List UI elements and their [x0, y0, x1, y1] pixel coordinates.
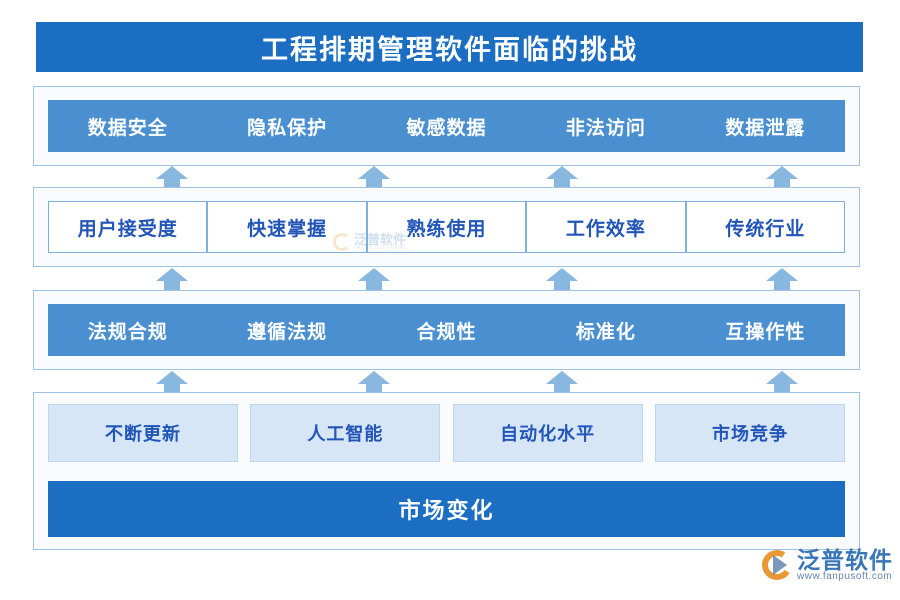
row-nodes-regulatory-compliance: 法规合规 遵循法规 合规性 标准化 互操作性	[48, 291, 846, 369]
node-regulatory-compliance-2[interactable]: 遵循法规	[207, 304, 367, 356]
arrow-up-icon-row4-to-row3-c	[546, 371, 578, 397]
brand-logo-text: 泛普软件 www.fanpusoft.com	[797, 548, 893, 583]
brand-name-cn: 泛普软件	[797, 547, 893, 573]
arrow-up-icon-row2-to-row1-c	[546, 166, 578, 192]
logo-wedge-shape	[773, 555, 787, 576]
arrow-up-icon-row4-to-row3-a	[156, 371, 188, 397]
row-band-user-acceptance: 用户接受度 快速掌握 熟练使用 工作效率 传统行业	[33, 187, 860, 267]
node-market-change-1[interactable]: 不断更新	[48, 404, 238, 462]
node-user-acceptance-2[interactable]: 快速掌握	[207, 201, 367, 253]
row-nodes-data-security: 数据安全 隐私保护 敏感数据 非法访问 数据泄露	[48, 87, 846, 165]
node-regulatory-compliance-5[interactable]: 互操作性	[685, 304, 846, 356]
arrow-up-icon-row3-to-row2-c	[546, 268, 578, 294]
arrow-up-icon-row2-to-row1-a	[156, 166, 188, 192]
node-market-change-4[interactable]: 市场竞争	[654, 404, 845, 462]
brand-logo: 泛普软件 www.fanpusoft.com	[759, 547, 893, 584]
fanpu-logo-icon	[759, 547, 795, 584]
node-user-acceptance-4[interactable]: 工作效率	[526, 201, 686, 253]
arrow-up-icon-row3-to-row2-a	[156, 268, 188, 294]
brand-url: www.fanpusoft.com	[797, 571, 893, 583]
node-market-change-3[interactable]: 自动化水平	[452, 404, 643, 462]
diagram-title-bar: 工程排期管理软件面临的挑战	[36, 22, 863, 72]
row-band-data-security: 数据安全 隐私保护 敏感数据 非法访问 数据泄露	[33, 86, 860, 166]
node-data-security-1[interactable]: 数据安全	[48, 100, 208, 152]
node-regulatory-compliance-4[interactable]: 标准化	[526, 304, 686, 356]
row-nodes-user-acceptance: 用户接受度 快速掌握 熟练使用 工作效率 传统行业	[48, 188, 846, 266]
node-data-security-2[interactable]: 隐私保护	[207, 100, 367, 152]
node-user-acceptance-3[interactable]: 熟练使用	[366, 201, 527, 253]
node-data-security-3[interactable]: 敏感数据	[366, 100, 527, 152]
node-market-change-2[interactable]: 人工智能	[250, 404, 441, 462]
summary-bar-label: 市场变化	[398, 498, 495, 523]
row-band-regulatory-compliance: 法规合规 遵循法规 合规性 标准化 互操作性	[33, 290, 860, 370]
arrow-up-icon-row2-to-row1-b	[358, 166, 390, 192]
arrow-up-icon-row2-to-row1-d	[766, 166, 798, 192]
arrow-up-icon-row4-to-row3-b	[358, 371, 390, 397]
node-user-acceptance-5[interactable]: 传统行业	[685, 201, 846, 253]
summary-bar-market-change[interactable]: 市场变化	[48, 481, 845, 537]
node-data-security-5[interactable]: 数据泄露	[685, 100, 846, 152]
row-band-market-change: 不断更新 人工智能 自动化水平 市场竞争 市场变化	[33, 392, 860, 550]
node-regulatory-compliance-3[interactable]: 合规性	[366, 304, 527, 356]
node-regulatory-compliance-1[interactable]: 法规合规	[48, 304, 208, 356]
row-nodes-market-change: 不断更新 人工智能 自动化水平 市场竞争	[48, 404, 845, 462]
arrow-up-icon-row3-to-row2-d	[766, 268, 798, 294]
node-user-acceptance-1[interactable]: 用户接受度	[48, 201, 208, 253]
arrow-up-icon-row4-to-row3-d	[766, 371, 798, 397]
page-title: 工程排期管理软件面临的挑战	[261, 34, 638, 65]
node-data-security-4[interactable]: 非法访问	[526, 100, 686, 152]
arrow-up-icon-row3-to-row2-b	[358, 268, 390, 294]
